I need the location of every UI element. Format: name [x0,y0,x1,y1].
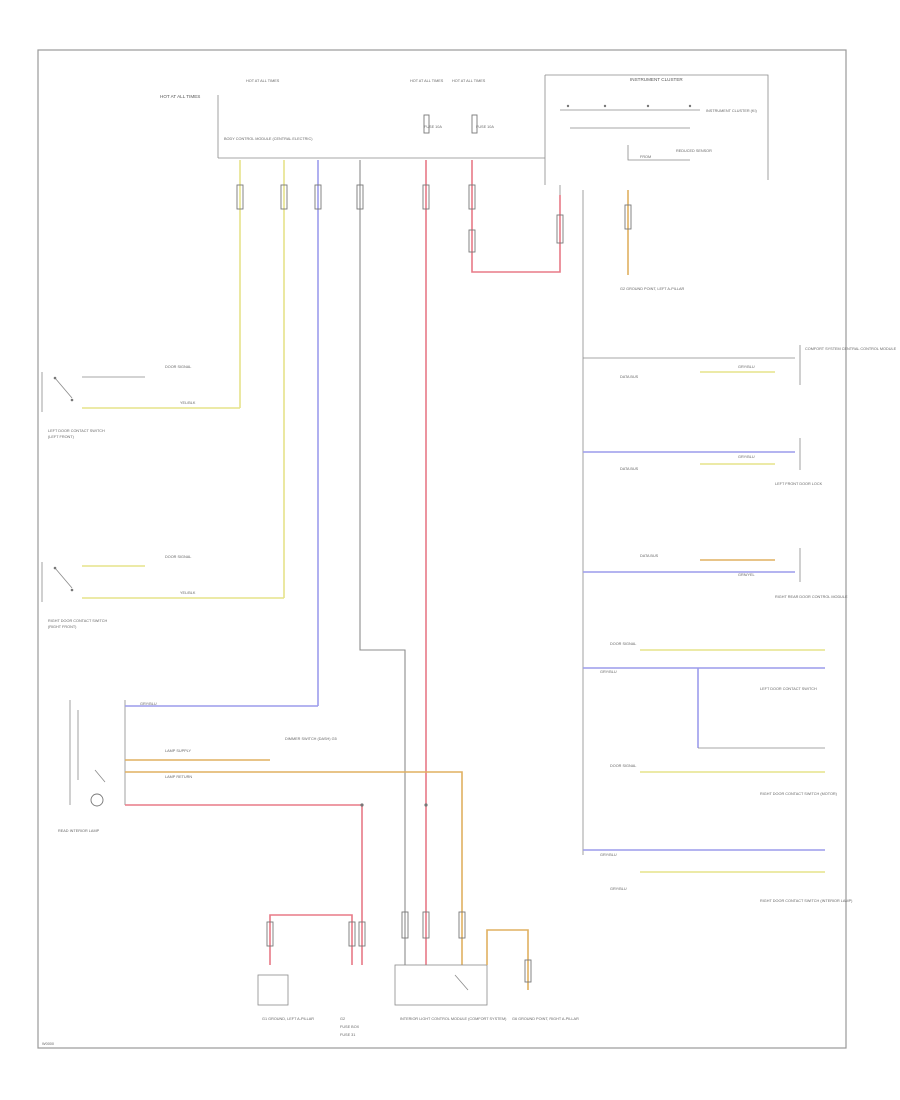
label-wire-door-1: YEL/BLK [180,401,196,405]
door-rf-pin-1 [53,566,57,570]
label-hot-2: HOT AT ALL TIMES [410,79,444,83]
wire-black-main [359,160,406,965]
conn-relay-2 [422,911,430,939]
relay-switch-icon [454,974,469,991]
connector-group-top [236,184,632,253]
label-lamp-supply: LAMP SUPPLY [165,749,191,753]
comfort-row-3: DATA BUS GRN/YEL RIGHT REAR DOOR CONTROL… [583,548,848,599]
cluster-pin-1 [566,104,570,108]
label-dimmer-ref: DIMMER SWITCH (DASH) G5 [285,737,337,741]
cluster-pin-3 [646,104,650,108]
label-rear-lamp: READ INTERIOR LAMP [58,829,100,833]
label-hot-3: HOT AT ALL TIMES [452,79,486,83]
svg-text:COMFORT SYSTEM CENTRAL CONTROL: COMFORT SYSTEM CENTRAL CONTROL MODULE [805,347,897,351]
svg-text:LEFT DOOR CONTACT SWITCH: LEFT DOOR CONTACT SWITCH [760,687,817,691]
svg-text:DATA BUS: DATA BUS [620,467,639,471]
label-cluster-inner-1: INSTRUMENT CLUSTER (KI) [706,109,758,113]
cluster-bracket [627,145,690,161]
label-door-sig-2: DOOR SIGNAL [165,555,191,559]
label-ground-ref-1: G2 GROUND POINT, LEFT A-PILLAR [620,287,685,291]
comfort-row-2: DATA BUS GRY/BLU LEFT FRONT DOOR LOCK [583,438,823,486]
wire-lamp-yellow [125,771,463,965]
label-hot-run: HOT AT ALL TIMES [160,94,200,99]
svg-text:DATA BUS: DATA BUS [640,554,659,558]
label-ground-bottom: G6 GROUND POINT, RIGHT A-PILLAR [512,1017,579,1021]
label-relay-module: INTERIOR LIGHT CONTROL MODULE (COMFORT S… [400,1017,507,1021]
junction-dot-red-2 [424,803,428,807]
svg-text:GRY/BLU: GRY/BLU [738,455,755,459]
label-fuse-box-small-2: FUSE 31 [340,1033,355,1037]
door-rf-pin-2 [70,588,74,592]
wire-relay-orange [486,929,529,990]
label-cluster-inner-3: FROM [640,155,651,159]
comfort-row-5: DOOR SIGNAL RIGHT DOOR CONTACT SWITCH (M… [610,747,838,796]
lamp-bulb-icon [90,793,104,807]
label-lamp-ret: LAMP RETURN [165,775,192,779]
lamp-unit-switch [94,769,106,783]
label-instrument-cluster: INSTRUMENT CLUSTER [630,77,683,82]
door-rf-switch [54,567,73,589]
svg-text:GRY/BLU: GRY/BLU [600,853,617,857]
fuse-b [471,114,478,134]
label-junction-box: BODY CONTROL MODULE (CENTRAL ELECTRIC) [224,137,313,141]
svg-text:RIGHT DOOR CONTACT SWITCH (MOT: RIGHT DOOR CONTACT SWITCH (MOTOR) [760,792,838,796]
label-door-rf: RIGHT DOOR CONTACT SWITCH [48,619,108,623]
instrument-cluster-box [544,74,769,185]
doc-ref: W0000 [42,1042,54,1046]
conn-bottom-1 [266,921,274,947]
svg-text:DOOR SIGNAL: DOOR SIGNAL [610,642,636,646]
label-wire-door-2: YEL/BLK [180,591,196,595]
label-fuse-box-small-1: FUSE BOX [340,1025,360,1029]
load-box-left [257,974,289,1006]
svg-text:RIGHT REAR DOOR CONTROL MODULE: RIGHT REAR DOOR CONTROL MODULE [775,595,848,599]
label-door-lf: LEFT DOOR CONTACT SWITCH [48,429,105,433]
svg-text:RIGHT DOOR CONTACT SWITCH (INT: RIGHT DOOR CONTACT SWITCH (INTERIOR LAMP… [760,899,853,903]
door-lf-switch [54,377,73,399]
label-gnd-small: G2 [340,1017,345,1021]
svg-text:DOOR SIGNAL: DOOR SIGNAL [610,764,636,768]
door-lf-pin-1 [53,376,57,380]
comfort-row-6: GRY/BLU GRY/BLU RIGHT DOOR CONTACT SWITC… [583,849,853,903]
wire-lamp-red [125,804,363,965]
wire-bottom-red-loop [269,914,353,965]
comfort-row-1: DATA BUS GRY/BLU COMFORT SYSTEM CENTRAL … [583,345,897,385]
cluster-pin-2 [603,104,607,108]
svg-text:DATA BUS: DATA BUS [620,375,639,379]
lamp-unit-frame [69,700,126,805]
conn-relay-1 [401,911,409,939]
svg-text:GRN/YEL: GRN/YEL [738,573,755,577]
label-hot-1: HOT AT ALL TIMES [246,79,280,83]
red-loop-top [471,160,561,273]
fuse-a [423,114,430,134]
conn-bottom-2 [348,921,356,947]
label-fuse-b: FUSE 10A [476,125,494,129]
diagram-border [37,49,847,1049]
comfort-row-4: DOOR SIGNAL GRY/BLU LEFT DOOR CONTACT SW… [583,642,825,748]
svg-text:GRY/BLU: GRY/BLU [600,670,617,674]
svg-text:GRY/BLU: GRY/BLU [738,365,755,369]
label-cluster-inner-2: REDUCED SENSOR [676,149,712,153]
label-fuse-a: FUSE 10A [424,125,442,129]
conn-relay-3 [458,911,466,939]
label-door-rf-sub: (RIGHT FRONT) [48,625,77,629]
label-door-lf-sub: (LEFT FRONT) [48,435,75,439]
door-lf-pin-2 [70,398,74,402]
svg-text:LEFT FRONT DOOR LOCK: LEFT FRONT DOOR LOCK [775,482,823,486]
label-rear-lamp-wire: GRY/BLU [140,702,157,706]
label-ground-g1: G1 GROUND, LEFT A-PILLAR [262,1017,314,1021]
relay-module-box [394,964,488,1006]
cluster-pin-4 [688,104,692,108]
label-door-sig-1: DOOR SIGNAL [165,365,191,369]
conn-bottom-3 [358,921,366,947]
svg-text:GRY/BLU: GRY/BLU [610,887,627,891]
conn-relay-4 [524,959,532,983]
junction-dot-red [360,803,364,807]
